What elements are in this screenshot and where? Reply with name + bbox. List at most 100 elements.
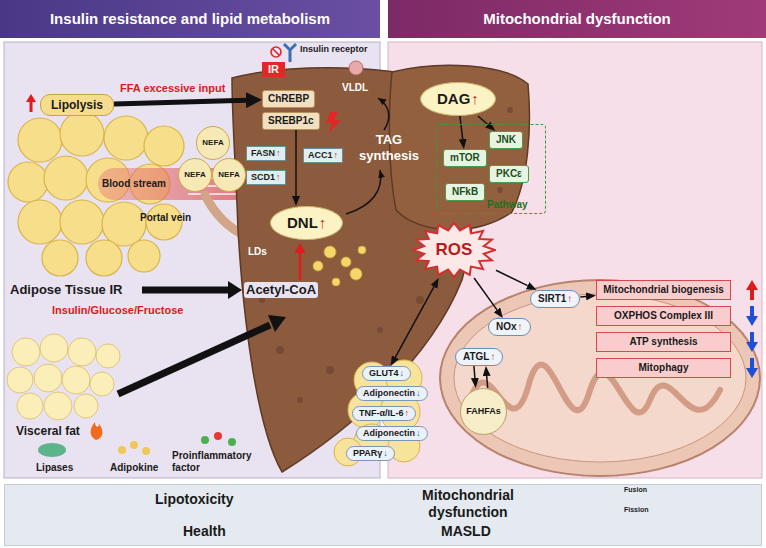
node-text: SREBP1c [268, 115, 314, 126]
node-text: NOx [496, 321, 517, 332]
arrow-connector [460, 116, 463, 139]
node-text: Mitochondrial dysfunction [483, 10, 671, 28]
node-text: Pathway [487, 199, 528, 211]
node-text: Mitochondrial biogenesis [603, 284, 724, 295]
trend-arrow-text: ↑ [471, 90, 479, 107]
trend-arrow-text: ↓ [416, 428, 421, 438]
node-text: JNK [496, 134, 516, 145]
arrow-connector [580, 296, 586, 298]
arrow-connector [474, 366, 475, 378]
visceral-fat [7, 334, 120, 420]
trend-arrow-text: ↑ [518, 321, 523, 332]
label-text: Adipokine [110, 462, 158, 474]
trend-arrow-text: ↑ [276, 172, 281, 182]
liver [232, 61, 529, 472]
label-text: LDs [248, 246, 267, 258]
nefa-circle: NEFA [196, 126, 230, 160]
node-text: ACC1 [308, 150, 333, 160]
red-arrow [295, 243, 306, 280]
arrow-connector [295, 130, 297, 196]
node-text: Mitochondrial dysfunction [403, 487, 533, 521]
node-text: Mitophagy [639, 362, 689, 373]
factor-box: SREBP1c [262, 112, 320, 130]
marker-pill: GLUT4↓ [362, 366, 411, 381]
pathway-item: mTOR [443, 149, 487, 167]
label-text: Lipases [36, 462, 73, 474]
node-text: NEFA [218, 170, 239, 180]
ros-burst: ROS [412, 222, 496, 278]
trend-arrow-text: ↑ [334, 150, 339, 160]
node-text: Insulin resistance and lipid metabolism [50, 10, 330, 28]
node-text: mTOR [450, 152, 480, 163]
insulin-receptor [271, 44, 296, 62]
factor-box: ChREBP [262, 90, 315, 108]
outcome-box: OXPHOS Complex III [596, 306, 731, 326]
arrow-connector [395, 287, 434, 357]
pathway-item: PKCε [489, 165, 529, 183]
enzyme-box: FASN↑ [246, 146, 286, 161]
pathway-box: Pathway JNK mTOR PKCεNFkB [436, 124, 546, 214]
edge-label: FFA excessive input [118, 82, 227, 95]
nefa-circle: NEFA [212, 158, 246, 192]
label-text: VLDL [342, 82, 368, 94]
node-text: DAG [437, 90, 470, 107]
trend-arrow-text: ↓ [383, 448, 388, 458]
marker-pill: Adiponectin↓ [356, 426, 428, 441]
enzyme-box: SCD1↑ [246, 170, 286, 185]
header-band: Insulin resistance and lipid metabolism [0, 0, 380, 38]
outcome-box: Mitochondrial biogenesis [596, 280, 731, 300]
trend-arrow-text: ↓ [400, 368, 405, 378]
node-text: TNF-α/IL-6 [359, 408, 404, 418]
node-text: FAHFAs [466, 406, 501, 417]
fat-cluster [334, 360, 422, 466]
label-text: TAG synthesis [356, 132, 422, 163]
node-text: Lipotoxicity [155, 491, 234, 508]
header-band: Mitochondrial dysfunction [388, 0, 766, 38]
pathway-item: NFkB [445, 183, 485, 201]
process-pill: Lipolysis [40, 94, 114, 116]
node-text: NEFA [202, 138, 223, 148]
factor-pill: SIRT1↑ [530, 290, 580, 308]
outcome-box: ATP synthesis [596, 332, 731, 352]
process-ellipse: DNL↑ [270, 206, 343, 240]
node-text: GLUT4 [369, 368, 399, 378]
node-text: Health [183, 523, 226, 540]
node-text: MASLD [441, 523, 491, 540]
arrow-connector [474, 278, 497, 310]
label-text: Acetyl-CoA [244, 282, 318, 298]
trend-arrow-text: ↓ [416, 388, 421, 398]
trend-arrow-text: ↑ [567, 293, 572, 304]
marker-pill: Adiponectin↓ [356, 386, 428, 401]
node-text: SIRT1 [538, 293, 566, 304]
summary-band: Lipotoxicity Mitochondrial dysfunctionHea… [4, 484, 762, 546]
label-text: Fusion [624, 486, 647, 494]
receptor-box: IR [262, 62, 285, 77]
starburst-outline [413, 223, 495, 277]
pathway-item: JNK [489, 131, 523, 149]
label-text: Proinflammatory factor [172, 450, 264, 474]
node-text: SCD1 [251, 172, 275, 182]
outcome-box: Mitophagy [596, 358, 731, 378]
label-text: Blood stream [102, 178, 166, 190]
arrow-connector [496, 270, 528, 285]
label-text: Adipose Tissue IR [10, 282, 122, 298]
label-text: Portal vein [140, 212, 191, 224]
arrow-connector [487, 376, 488, 388]
process-ellipse: DAG↑ [420, 82, 496, 116]
label-text: Fission [624, 506, 649, 514]
node-text: ChREBP [268, 93, 309, 104]
node-text: DNL [287, 214, 318, 231]
trend-arrow-text: ↑ [319, 214, 327, 231]
trend-arrow-text: ↑ [276, 148, 281, 158]
black-arrow [118, 281, 286, 394]
node-text: NFkB [452, 186, 478, 197]
trend-arrow [746, 280, 758, 378]
node-text: FASN [251, 148, 275, 158]
trend-arrow-text: ↑ [490, 351, 495, 362]
node-text: IR [268, 63, 279, 75]
node-text: Adiponectin [363, 388, 415, 398]
enzyme-box: ACC1↑ [303, 148, 343, 163]
label-text: Insulin receptor [300, 44, 368, 55]
label-text: Visceral fat [16, 424, 80, 438]
